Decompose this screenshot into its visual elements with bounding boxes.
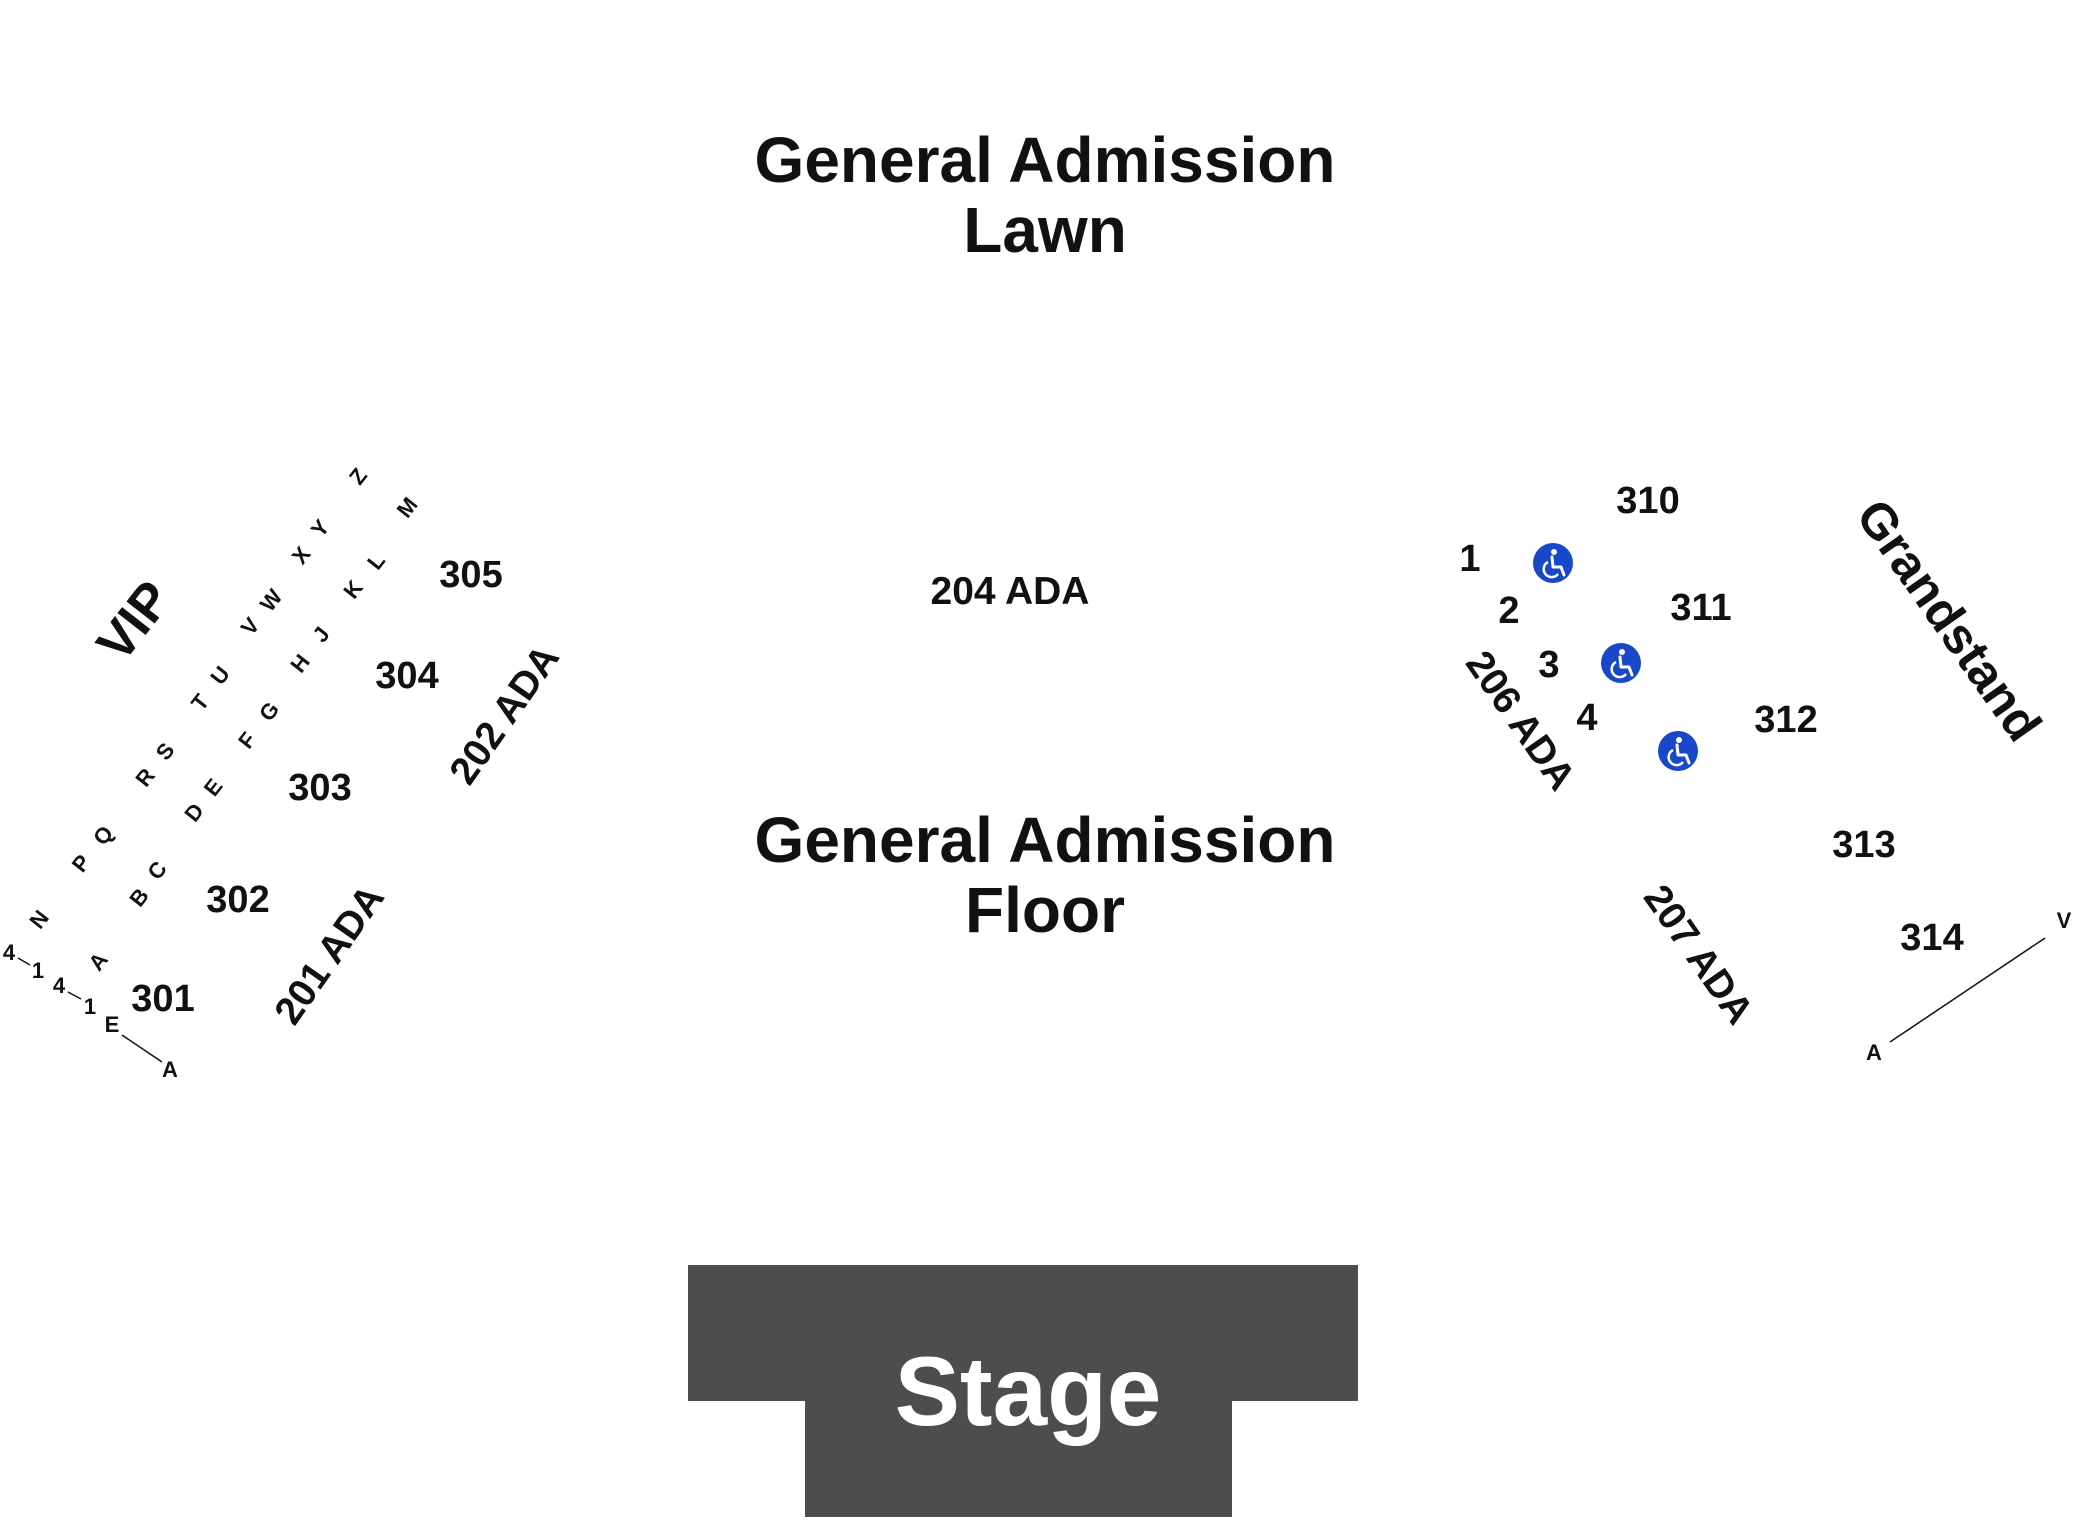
row-label: L	[362, 548, 390, 574]
seat-guide-line	[67, 991, 82, 1000]
box-3[interactable]: 3	[1538, 644, 1559, 686]
row-label: G	[254, 697, 284, 726]
seat-number-label: 1	[84, 994, 96, 1019]
row-label: F	[233, 727, 261, 753]
row-label: Y	[306, 515, 335, 542]
floor-label-line1: General Admission	[755, 804, 1336, 876]
box-4[interactable]: 4	[1576, 697, 1597, 739]
stage: Stage	[688, 1265, 1358, 1517]
lawn-area[interactable]: General Admission Lawn	[755, 124, 1336, 266]
wheelchair-icon	[1658, 731, 1698, 771]
row-label: M	[392, 492, 423, 522]
row-e-label: E	[105, 1012, 120, 1037]
row-label: W	[255, 584, 288, 616]
section-305[interactable]: 305	[439, 554, 502, 596]
row-label: P	[67, 850, 96, 877]
section-204-ada[interactable]: 204 ADA	[931, 570, 1090, 613]
lawn-label-line2: Lawn	[963, 194, 1127, 266]
row-guide-line	[1889, 937, 2046, 1043]
row-v-label: V	[2057, 908, 2072, 933]
section-304[interactable]: 304	[375, 655, 438, 697]
row-label: B	[124, 883, 153, 911]
section-207-ada[interactable]: 207 ADA	[1635, 877, 1761, 1032]
row-label: Z	[344, 463, 372, 489]
seat-number-label: 4	[53, 973, 66, 998]
row-label: Q	[88, 821, 118, 850]
floor-area[interactable]: General Admission Floor	[755, 804, 1336, 946]
row-label: U	[205, 661, 234, 689]
section-314[interactable]: 314	[1900, 917, 1963, 959]
row-label: D	[179, 798, 208, 826]
seat-number-label: 1	[32, 958, 44, 983]
box-1[interactable]: 1	[1459, 538, 1480, 580]
row-label: E	[199, 774, 228, 801]
row-label: C	[142, 856, 172, 884]
section-310[interactable]: 310	[1616, 480, 1679, 522]
wheelchair-icon	[1533, 543, 1573, 583]
section-302[interactable]: 302	[206, 879, 269, 921]
box-2[interactable]: 2	[1498, 590, 1519, 632]
section-301[interactable]: 301	[131, 978, 194, 1020]
section-201-ada[interactable]: 201 ADA	[267, 877, 393, 1032]
row-label: A	[83, 947, 113, 975]
stage-shape	[688, 1265, 1358, 1517]
floor-label-line2: Floor	[965, 874, 1125, 946]
section-312[interactable]: 312	[1754, 699, 1817, 741]
row-a-label: A	[162, 1057, 178, 1082]
row-label: J	[307, 622, 334, 647]
section-206-ada[interactable]: 206 ADA	[1457, 643, 1583, 798]
row-a-label: A	[1866, 1040, 1882, 1065]
row-label: V	[236, 613, 265, 640]
seat-number-label: 4	[3, 940, 16, 965]
section-313[interactable]: 313	[1832, 824, 1895, 866]
lawn-label-line1: General Admission	[755, 124, 1336, 196]
stage-label: Stage	[895, 1336, 1162, 1446]
row-label: R	[130, 763, 160, 791]
row-label: X	[287, 542, 316, 569]
row-label: H	[285, 649, 314, 677]
section-311[interactable]: 311	[1670, 587, 1731, 629]
row-guide-line	[121, 1034, 163, 1063]
seat-guide-line	[17, 957, 31, 966]
wheelchair-icon	[1601, 643, 1641, 683]
grandstand-label[interactable]: Grandstand	[1846, 489, 2053, 751]
row-label: S	[151, 738, 180, 765]
row-label: N	[24, 905, 53, 933]
row-label: K	[338, 575, 368, 603]
vip-label[interactable]: VIP	[86, 571, 183, 673]
section-202-ada[interactable]: 202 ADA	[442, 637, 568, 792]
row-label: T	[186, 689, 214, 715]
section-303[interactable]: 303	[288, 767, 351, 809]
